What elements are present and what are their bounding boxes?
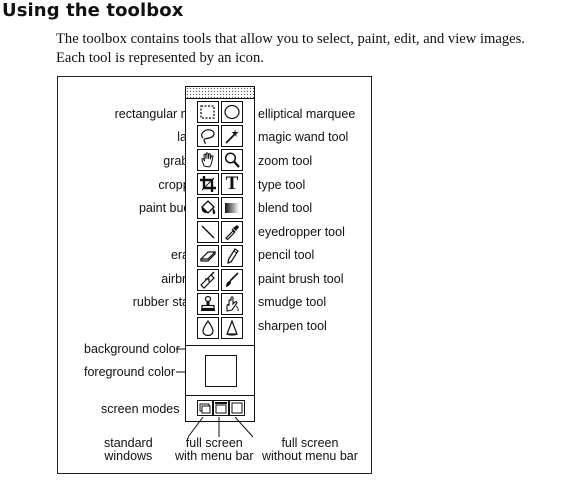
mode-caption-full-screen-no-menu-bar: full screen without menu bar <box>262 437 358 463</box>
label-sharpen-tool: sharpen tool <box>258 319 327 333</box>
toolbox-palette: T <box>185 86 255 422</box>
mode-caption-full-menu-line2: with menu bar <box>175 449 254 463</box>
full-screen-menu-bar-mode-button[interactable] <box>213 400 229 416</box>
grabber-button[interactable] <box>197 149 219 171</box>
foreground-background-swatch[interactable] <box>205 355 237 387</box>
eraser-icon <box>199 251 217 262</box>
full-screen-no-menu-bar-mode-button[interactable] <box>229 400 245 416</box>
type-button[interactable]: T <box>221 173 243 195</box>
eyedropper-icon <box>225 225 239 241</box>
mode-caption-standard: standard windows <box>104 437 153 463</box>
rectangular-marquee-button[interactable] <box>197 101 219 123</box>
type-icon: T <box>225 173 239 194</box>
intro-line-1: The toolbox contains tools that allow yo… <box>56 31 525 47</box>
sharpen-button[interactable] <box>221 317 243 339</box>
hand-icon <box>201 152 214 168</box>
paint-brush-button[interactable] <box>221 269 243 291</box>
paint-brush-icon <box>226 272 239 287</box>
lasso-icon <box>201 129 215 145</box>
magic-wand-icon <box>225 129 239 144</box>
magic-wand-button[interactable] <box>221 125 243 147</box>
mode-caption-full-menu-line1: full screen <box>185 436 243 450</box>
section-heading: Using the toolbox <box>2 0 184 21</box>
crop-icon <box>200 176 216 192</box>
blur-drop-icon <box>202 319 214 337</box>
toolbox-title-bar[interactable] <box>186 87 254 99</box>
standard-windows-mode-button[interactable] <box>197 400 213 416</box>
label-elliptical-marquee: elliptical marquee <box>258 107 356 121</box>
magnifier-icon <box>224 152 240 168</box>
label-paint-brush-tool: paint brush tool <box>258 272 344 286</box>
standard-windows-icon <box>199 403 211 414</box>
mode-caption-full-nomenu-line1: full screen <box>281 436 339 450</box>
mode-caption-standard-line1: standard <box>104 436 153 450</box>
label-smudge-tool: smudge tool <box>258 295 327 309</box>
toolbox-figure: rectangular marquee lasso tool grabber t… <box>57 76 372 474</box>
airbrush-button[interactable] <box>197 269 219 291</box>
rubber-stamp-button[interactable] <box>197 293 219 315</box>
pencil-icon <box>227 248 239 264</box>
full-screen-no-menu-bar-icon <box>231 402 243 414</box>
smudge-button[interactable] <box>221 293 243 315</box>
screen-mode-callout-lines <box>187 417 254 438</box>
line-button[interactable] <box>197 221 219 243</box>
label-magic-wand-tool: magic wand tool <box>258 130 349 144</box>
zoom-button[interactable] <box>221 149 243 171</box>
intro-paragraph: The toolbox contains tools that allow yo… <box>56 30 576 68</box>
blur-button[interactable] <box>197 317 219 339</box>
mode-caption-standard-line2: windows <box>104 449 153 463</box>
label-blend-tool: blend tool <box>258 201 313 215</box>
paint-bucket-button[interactable] <box>197 197 219 219</box>
label-pencil-tool: pencil tool <box>258 248 315 262</box>
label-background-color: background color <box>84 342 180 356</box>
elliptical-marquee-icon <box>224 104 240 120</box>
label-zoom-tool: zoom tool <box>258 154 313 168</box>
label-screen-modes: screen modes <box>101 402 180 416</box>
sharpen-cone-icon <box>226 319 238 336</box>
lasso-button[interactable] <box>197 125 219 147</box>
rubber-stamp-icon <box>201 295 215 311</box>
label-type-tool: type tool <box>258 178 306 192</box>
blend-icon <box>225 203 239 213</box>
color-swatch-area <box>186 345 254 396</box>
label-eyedropper-tool: eyedropper tool <box>258 225 345 239</box>
paint-bucket-icon <box>201 200 216 215</box>
rectangular-marquee-icon <box>200 105 215 119</box>
eraser-button[interactable] <box>197 245 219 267</box>
cropping-button[interactable] <box>197 173 219 195</box>
line-icon <box>201 225 215 239</box>
blend-button[interactable] <box>221 197 243 219</box>
mode-caption-full-screen-menu-bar: full screen with menu bar <box>175 437 254 463</box>
airbrush-icon <box>200 271 215 289</box>
smudge-finger-icon <box>226 296 239 312</box>
intro-line-2: Each tool is represented by an icon. <box>56 50 264 66</box>
eyedropper-button[interactable] <box>221 221 243 243</box>
elliptical-marquee-button[interactable] <box>221 101 243 123</box>
mode-caption-full-nomenu-line2: without menu bar <box>262 449 358 463</box>
label-foreground-color: foreground color <box>84 365 176 379</box>
full-screen-menu-bar-icon <box>215 402 227 414</box>
pencil-button[interactable] <box>221 245 243 267</box>
screen-modes-area <box>186 395 254 422</box>
